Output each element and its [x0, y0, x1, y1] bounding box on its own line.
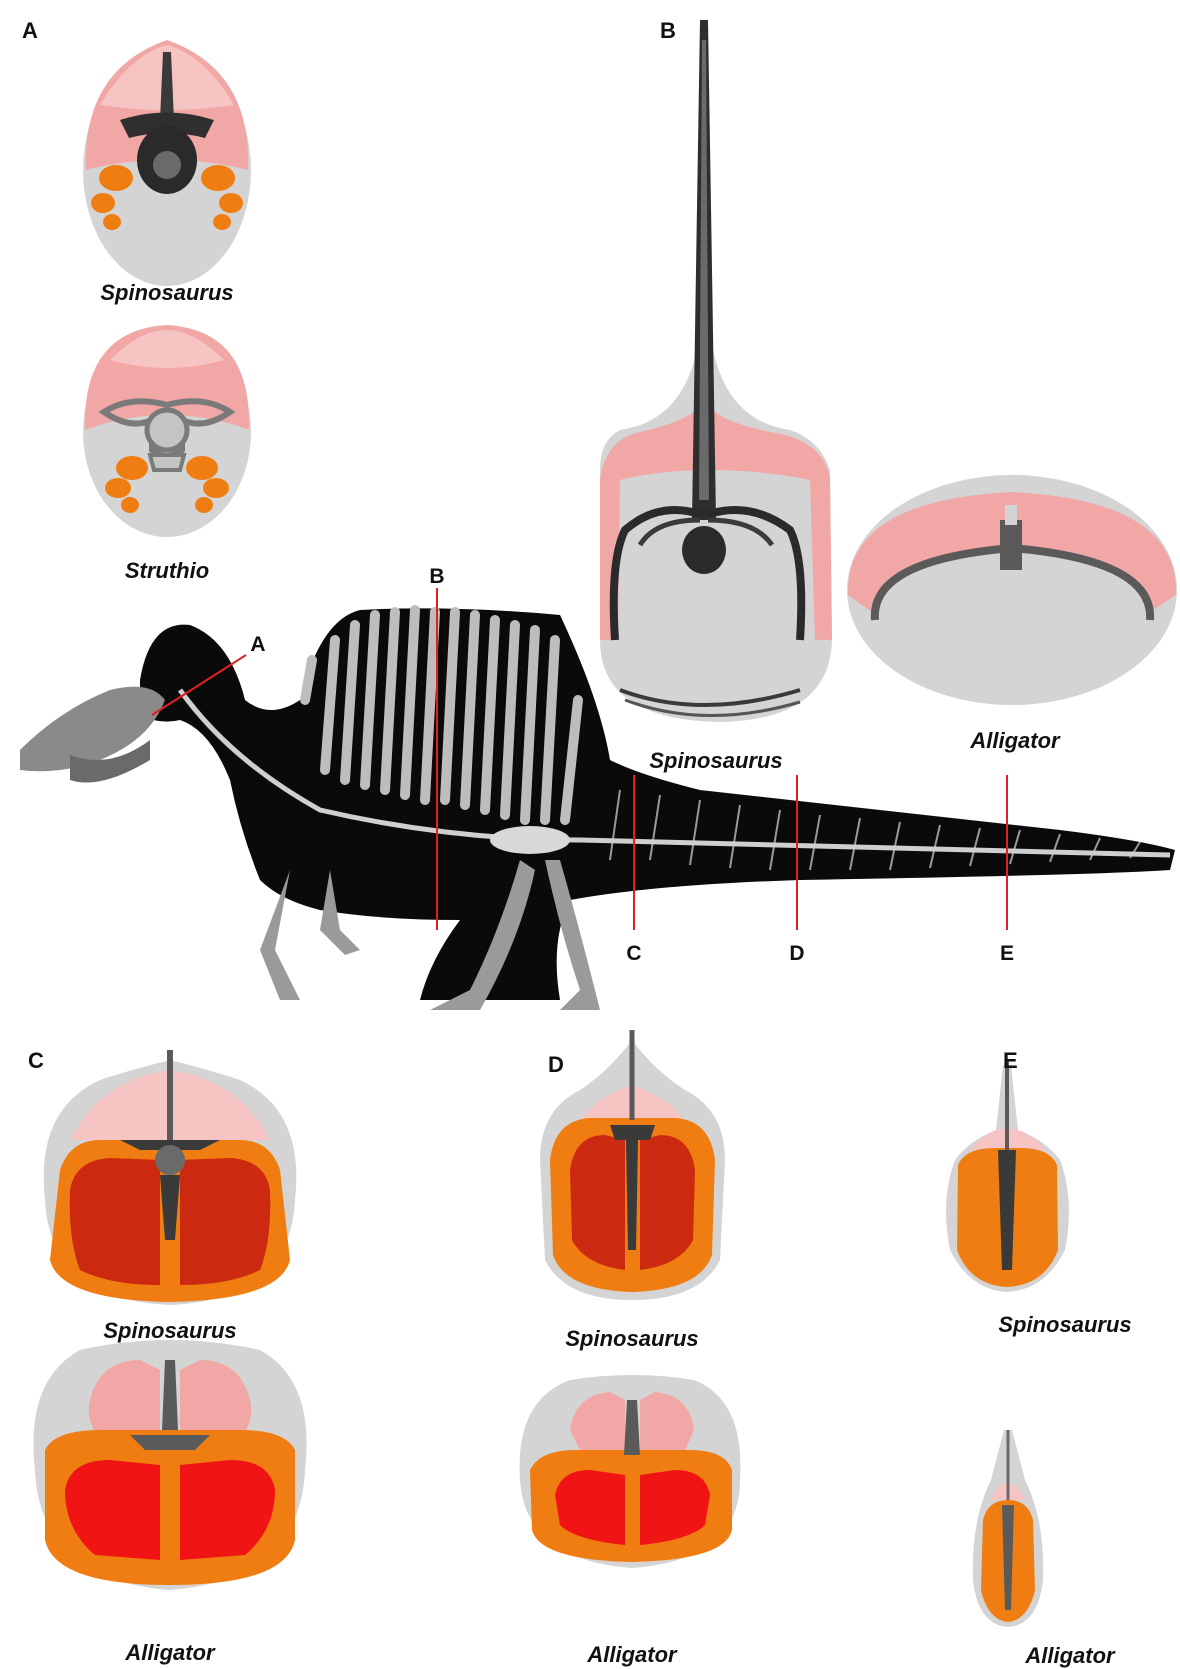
panel-letter-b: B: [660, 18, 676, 44]
panel-letter-a: A: [22, 18, 38, 44]
panel-d-alligator-label: Alligator: [587, 1642, 676, 1668]
panel-letter-d: D: [548, 1052, 564, 1078]
panel-c-alligator-section: [33, 1340, 306, 1590]
cut-label-b: B: [429, 565, 444, 589]
panel-d-spinosaurus-label: Spinosaurus: [565, 1326, 698, 1352]
panel-d-alligator-section: [520, 1375, 741, 1568]
panel-e-alligator-label: Alligator: [1025, 1643, 1114, 1669]
cut-label-c: C: [626, 942, 641, 966]
panel-a-spinosaurus-section: [83, 40, 251, 286]
cut-label-e: E: [1000, 942, 1014, 966]
panel-b-alligator-label: Alligator: [970, 728, 1059, 754]
panel-b-spinosaurus-label: Spinosaurus: [649, 748, 782, 774]
panel-e-spinosaurus-section: [946, 1060, 1069, 1292]
panel-letter-e: E: [1003, 1048, 1018, 1074]
panel-e-spinosaurus-label: Spinosaurus: [998, 1312, 1131, 1338]
panel-d-spinosaurus-section: [540, 1030, 725, 1300]
panel-a-struthio-label: Struthio: [125, 558, 209, 584]
panel-c-alligator-label: Alligator: [125, 1640, 214, 1666]
panel-letter-c: C: [28, 1048, 44, 1074]
panel-e-alligator-section: [973, 1430, 1043, 1627]
panel-b-spinosaurus-section: [600, 20, 832, 722]
panel-a-struthio-section: [83, 325, 251, 537]
cut-label-a: A: [250, 633, 265, 657]
panel-c-spinosaurus-label: Spinosaurus: [103, 1318, 236, 1344]
panel-b-alligator-section: [847, 475, 1177, 705]
panel-a-spinosaurus-label: Spinosaurus: [100, 280, 233, 306]
panel-c-spinosaurus-section: [44, 1050, 297, 1305]
cut-label-d: D: [789, 942, 804, 966]
